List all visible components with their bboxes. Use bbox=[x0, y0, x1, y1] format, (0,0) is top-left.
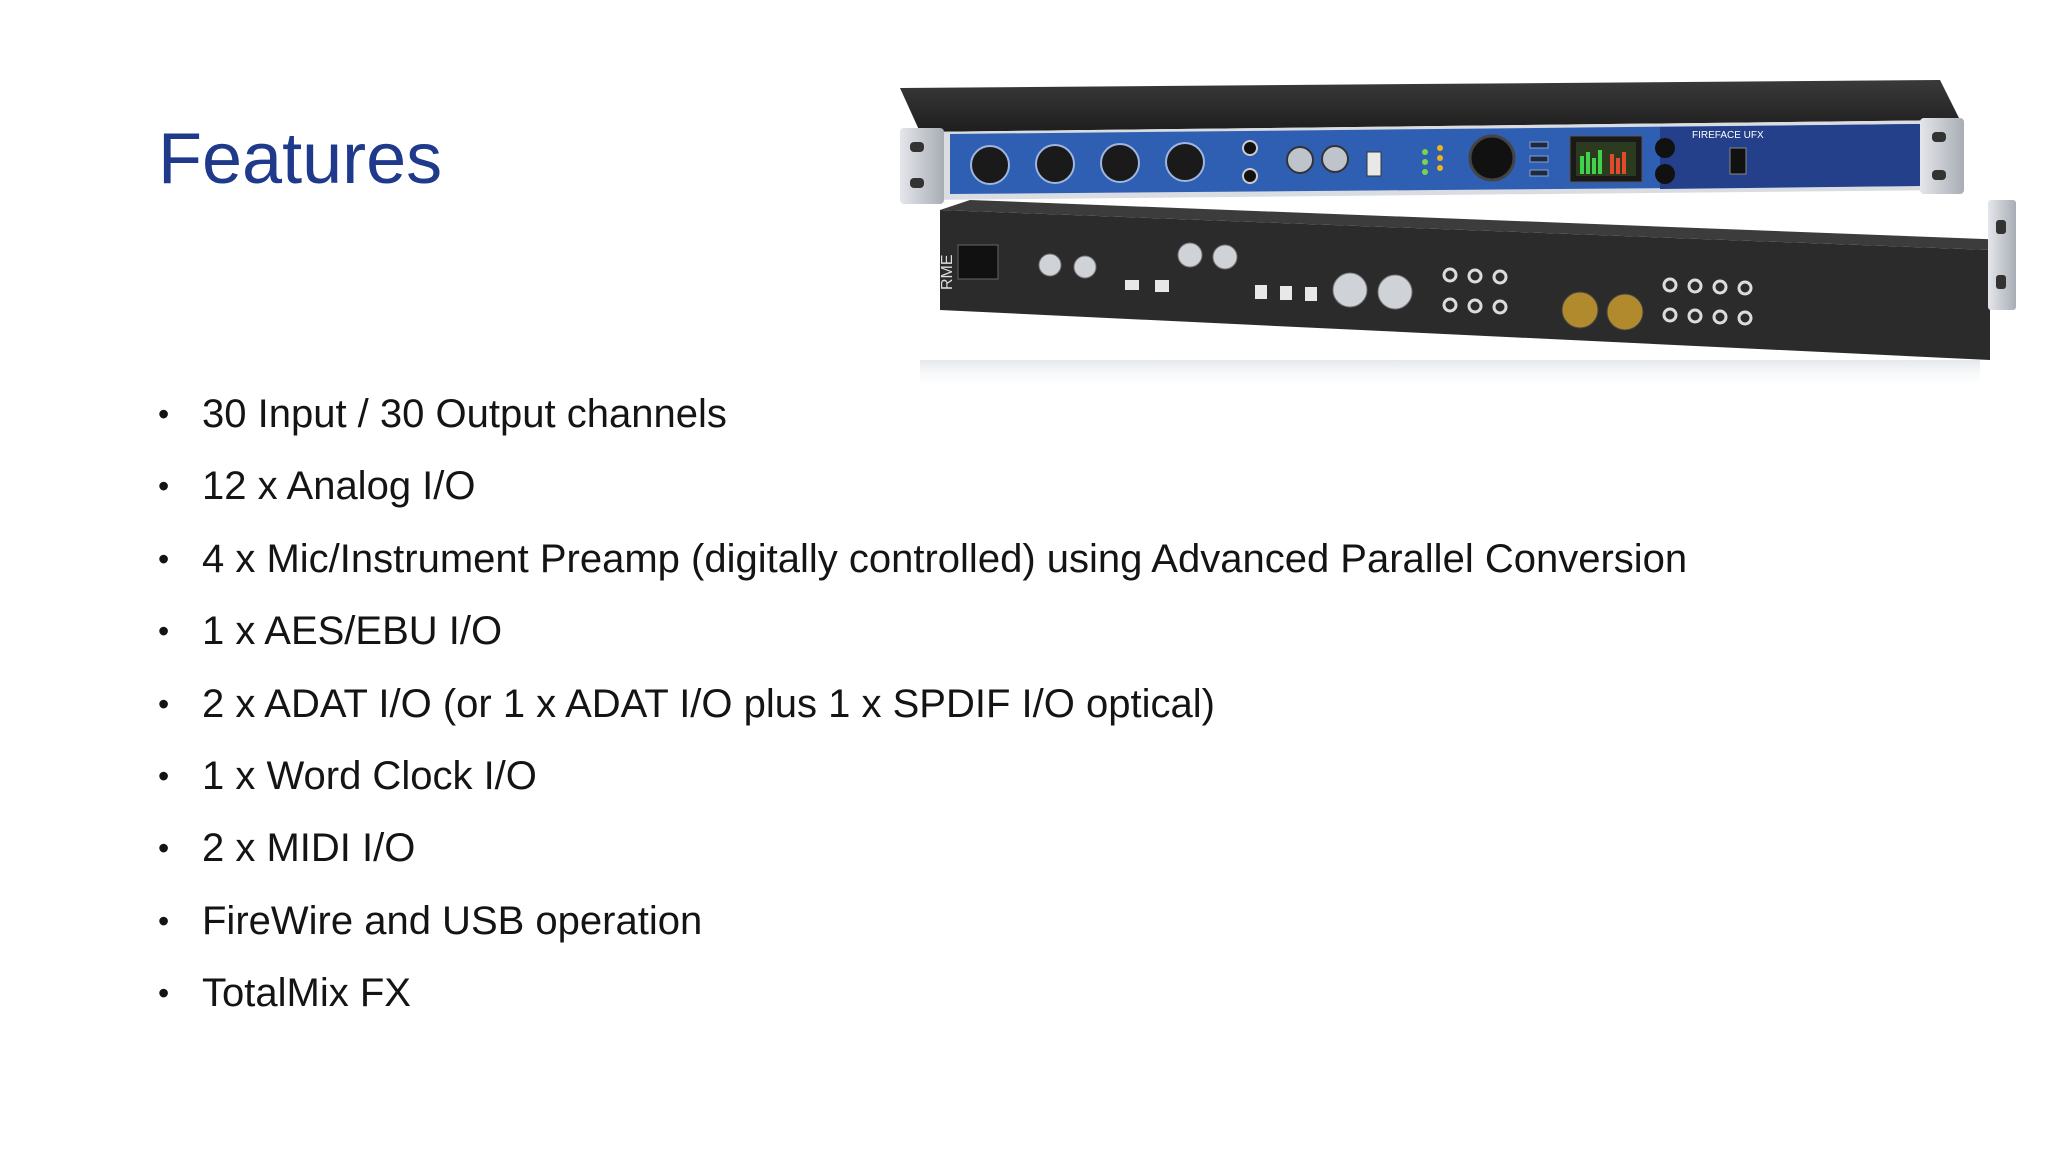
bullet-icon: • bbox=[158, 830, 170, 867]
bullet-icon: • bbox=[158, 757, 170, 794]
bullet-icon: • bbox=[158, 685, 170, 722]
list-item-text: 4 x Mic/Instrument Preamp (digitally con… bbox=[202, 536, 1688, 581]
list-item-text: 2 x ADAT I/O (or 1 x ADAT I/O plus 1 x S… bbox=[202, 681, 1215, 726]
bullet-icon: • bbox=[158, 613, 170, 650]
list-item: • 12 x Analog I/O bbox=[158, 456, 1687, 528]
bullet-icon: • bbox=[158, 540, 170, 577]
list-item-text: 12 x Analog I/O bbox=[202, 464, 476, 509]
list-item-text: 30 Input / 30 Output channels bbox=[202, 392, 727, 436]
bullet-icon: • bbox=[158, 468, 170, 505]
bullet-icon: • bbox=[158, 902, 170, 939]
list-item-text: 2 x MIDI I/O bbox=[202, 826, 416, 871]
feature-list: • 30 Input / 30 Output channels • 12 x Ana… bbox=[158, 384, 1687, 1036]
list-item: • 30 Input / 30 Output channels bbox=[158, 384, 1687, 456]
front-label: FIREFACE UFX bbox=[1692, 130, 1764, 141]
audio-interface-rack-image: FIREFACE UFX RME bbox=[900, 80, 2016, 390]
brand-logo: RME bbox=[939, 254, 956, 290]
list-item: • TotalMix FX bbox=[158, 963, 1687, 1035]
bullet-icon: • bbox=[158, 396, 170, 432]
slide-title: Features bbox=[158, 119, 443, 199]
list-item-text: TotalMix FX bbox=[202, 971, 411, 1016]
list-item: • 2 x MIDI I/O bbox=[158, 818, 1687, 890]
list-item: • FireWire and USB operation bbox=[158, 891, 1687, 963]
list-item: • 1 x Word Clock I/O bbox=[158, 746, 1687, 818]
list-item: • 1 x AES/EBU I/O bbox=[158, 601, 1687, 673]
list-item: • 4 x Mic/Instrument Preamp (digitally co… bbox=[158, 529, 1687, 601]
list-item-text: 1 x AES/EBU I/O bbox=[202, 609, 503, 654]
list-item-text: 1 x Word Clock I/O bbox=[202, 753, 537, 798]
bullet-icon: • bbox=[158, 975, 170, 1012]
list-item-text: FireWire and USB operation bbox=[202, 898, 703, 943]
list-item: • 2 x ADAT I/O (or 1 x ADAT I/O plus 1 x … bbox=[158, 674, 1687, 746]
